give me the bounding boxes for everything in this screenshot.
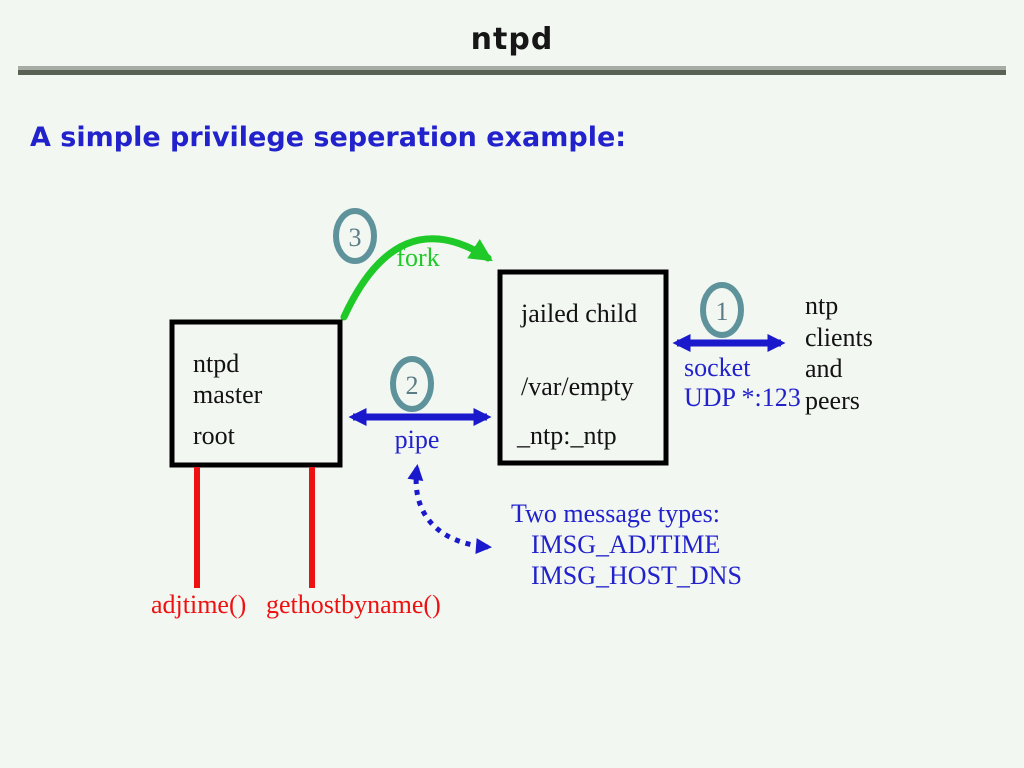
message-types-arrow	[407, 464, 492, 555]
master-box	[169, 319, 343, 468]
child-box-line: /var/empty	[521, 372, 634, 401]
slide-subtitle: A simple privilege seperation example:	[30, 122, 627, 153]
clients-line: clients	[805, 323, 873, 352]
slide-title: ntpd	[470, 22, 554, 57]
title-divider	[18, 66, 1006, 75]
message-type-item: IMSG_HOST_DNS	[531, 561, 742, 590]
child-box-line: jailed child	[520, 299, 637, 328]
pipe-label: pipe	[395, 425, 440, 454]
master-box-line: ntpd	[193, 349, 239, 378]
badge-3-number: 3	[349, 223, 362, 252]
fork-arrow	[340, 235, 493, 321]
badge-1-number: 1	[716, 297, 729, 326]
fork-label: fork	[396, 243, 439, 272]
syscall-label: gethostbyname()	[266, 590, 441, 619]
message-type-item: IMSG_ADJTIME	[531, 530, 720, 559]
master-box-line: root	[193, 421, 236, 450]
badge-1-circle	[700, 282, 744, 338]
clients-line: ntp	[805, 291, 838, 320]
badge-2-number: 2	[406, 371, 419, 400]
syscall-label: adjtime()	[151, 590, 246, 619]
master-box-line: master	[193, 380, 263, 409]
badge-3-circle	[333, 208, 377, 264]
socket-label-line1: socket	[684, 353, 751, 382]
clients-line: peers	[805, 386, 860, 415]
badge-2-circle	[390, 356, 434, 412]
clients-line: and	[805, 354, 843, 383]
socket-label-line2: UDP *:123	[684, 383, 801, 412]
child-box-line: _ntp:_ntp	[516, 421, 617, 450]
message-types-heading: Two message types:	[511, 499, 720, 528]
title-divider-dark-band	[18, 70, 1006, 75]
child-box	[497, 269, 669, 466]
title-divider-light-band	[18, 66, 1006, 70]
